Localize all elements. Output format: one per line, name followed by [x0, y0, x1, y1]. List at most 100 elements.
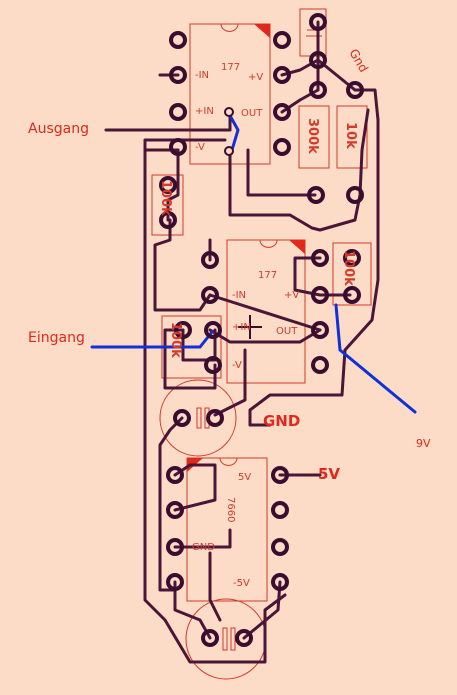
trace-left-rail [143, 148, 287, 664]
ic2-labels: 177 -IN +V +IN OUT -V [232, 270, 299, 371]
resistor-300k-outline [298, 105, 330, 169]
trace-cap2-right [242, 580, 282, 640]
ic2-pin-4 [204, 356, 222, 374]
trace-left-rail-top [143, 138, 227, 152]
pad-r-top-2 [309, 51, 327, 69]
trace-ic3-pin1 [173, 463, 217, 512]
capacitor-2-outline [185, 598, 267, 680]
pad-cap2-right [235, 629, 253, 647]
ic1-pin-5 [273, 138, 291, 156]
jumper-9v [334, 303, 417, 414]
jumper-eingang [90, 330, 214, 349]
resistor-100k-right-outline [332, 242, 372, 306]
ic3-part-label: 7660 [225, 497, 236, 522]
resistor-10k-outline [336, 105, 368, 169]
ic2-notch [259, 239, 278, 248]
trace-ic2-in [163, 328, 217, 390]
pad-cap1-left [173, 409, 191, 427]
ic1-pin-6 [273, 103, 291, 121]
ic3-pin-3 [166, 538, 184, 556]
pad-cap1-right [206, 409, 224, 427]
ic2-pin-5 [311, 356, 329, 374]
ic3-minus5v-label: -5V [233, 578, 250, 589]
pad-300k-bottom [307, 186, 325, 204]
via-ic1-out-top [224, 107, 234, 117]
ic2-pin-8 [201, 251, 219, 269]
ic3-pin-7 [271, 501, 289, 519]
pad-cap2-left [201, 629, 219, 647]
ic2-pin-6 [311, 321, 329, 339]
capacitor-1-outline [159, 379, 237, 457]
pad-r-top-1 [309, 13, 327, 31]
ic2-pin-1 [311, 249, 329, 267]
label-9v: 9V [416, 437, 431, 450]
ic1-notch [220, 23, 239, 32]
trace-plusv-top [280, 20, 320, 77]
label-gnd-mid: GND [263, 412, 300, 430]
label-eingang: Eingang [28, 330, 85, 346]
resistor-labels: 300k 10k 100k 100k 100k [158, 118, 358, 358]
ic3-outline [186, 457, 268, 602]
vias [224, 107, 234, 156]
pad-r100k-right-top [343, 249, 361, 267]
resistor-100k-left-label: 100k [158, 180, 173, 216]
ic1-pin-8 [169, 31, 187, 49]
label-ausgang: Ausgang [28, 121, 89, 137]
trace-out-to-10k [228, 108, 370, 232]
ic3-labels: 5V GND -5V 7660 [192, 472, 251, 589]
trace-cap1-left [158, 416, 184, 592]
ic1-labels: 177 -IN +V +IN OUT -V [195, 62, 263, 153]
pad-10k-top [346, 81, 364, 99]
resistor-100k-bottom-label: 100k [168, 322, 183, 358]
resistor-10k-label: 10k [343, 122, 358, 149]
ic2-outline [226, 239, 306, 384]
capacitor-1-plate [196, 407, 202, 429]
pad-r100k-bottom-left [174, 321, 192, 339]
cross-mark [238, 315, 262, 339]
ic1-minus-v-label: -V [195, 142, 205, 153]
ic1-pin-3 [169, 103, 187, 121]
trace-r100k-left [153, 218, 212, 312]
ic2-out-label: OUT [276, 326, 298, 337]
ic3-pin-6 [271, 538, 289, 556]
trace-ic3-mid [208, 551, 222, 622]
ic3-pin-4 [166, 573, 184, 591]
ic1-plus-v-label: +V [248, 72, 263, 83]
ic1-pin-4 [169, 138, 187, 156]
ic1-pin1-marker [254, 24, 270, 38]
trace-cap1 [213, 348, 247, 417]
ic2-pin-3 [204, 321, 222, 339]
ic3-pin-8 [271, 466, 289, 484]
pad-r100k-left-bottom [159, 211, 177, 229]
ic3-gnd-label: GND [192, 542, 215, 553]
resistor-100k-right-label: 100k [341, 250, 356, 286]
trace-ic2-minus [208, 293, 322, 332]
ic1-pin-1 [273, 31, 291, 49]
ic1-pin-7 [273, 66, 291, 84]
capacitor-2-plate-2 [230, 627, 236, 651]
jumper-ic1-out [226, 110, 240, 152]
ic1-part-label: 177 [221, 62, 240, 73]
trace-cap2-left [173, 580, 212, 640]
ic3-pin-1 [166, 466, 184, 484]
ic1-minus-in-label: -IN [195, 70, 209, 81]
trace-ic1-pin4 [166, 148, 180, 222]
ic2-minus-v-label: -V [232, 360, 242, 371]
pin1-markers [187, 24, 305, 472]
trace-300k-bottom [246, 148, 317, 197]
ic2-pin-2 [201, 286, 219, 304]
pad-r100k-right-bottom [343, 286, 361, 304]
ic3-pin-5 [271, 573, 289, 591]
capacitor-2-plate [222, 627, 228, 651]
trace-ic2-out [208, 328, 322, 344]
ic3-pin-2 [166, 501, 184, 519]
ic3-5v-label: 5V [238, 472, 251, 483]
pads [159, 13, 364, 647]
ic1-out-label: OUT [241, 108, 263, 119]
resistor-100k-left-outline [151, 174, 184, 236]
trace-ic3-gnd [173, 528, 232, 549]
ic2-part-label: 177 [258, 270, 277, 281]
ic2-pin1-marker [289, 240, 305, 254]
